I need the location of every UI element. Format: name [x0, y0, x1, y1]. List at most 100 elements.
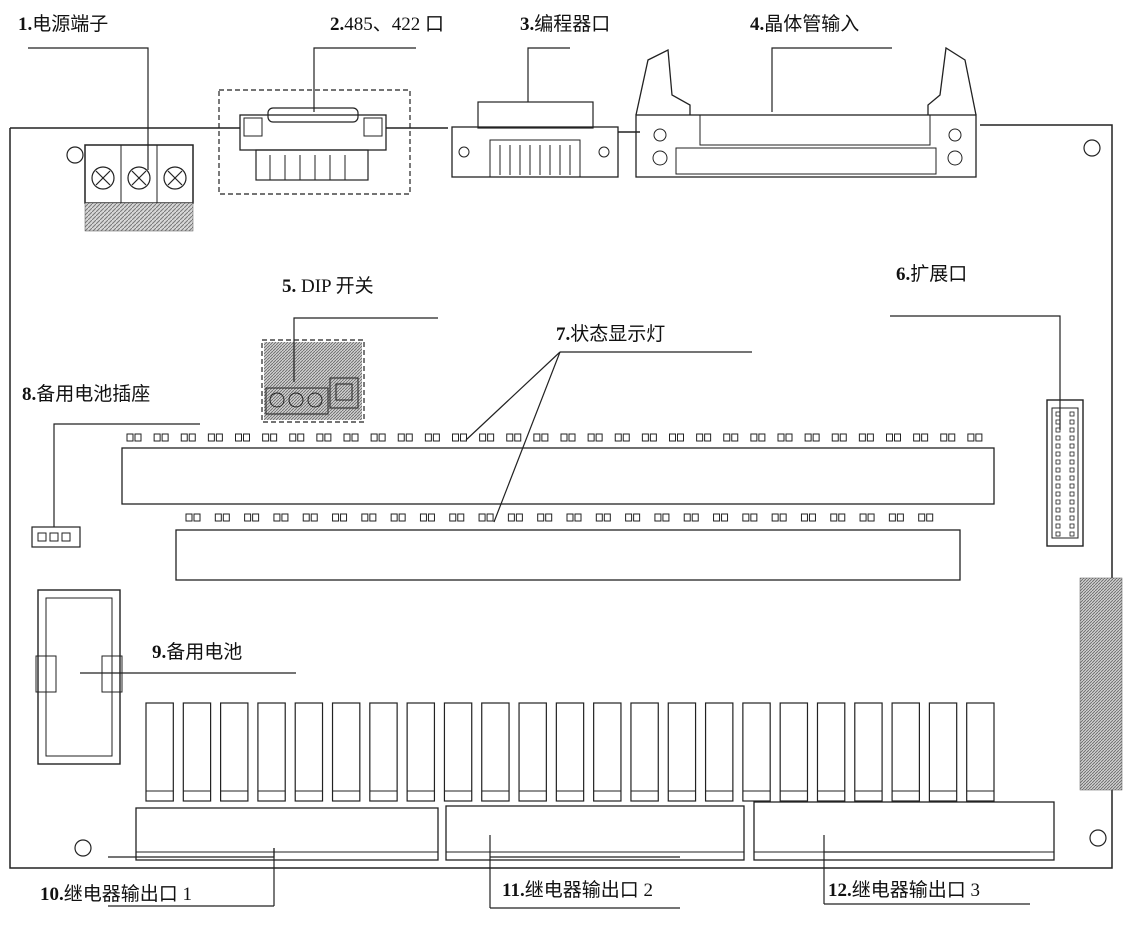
status-led	[343, 433, 359, 442]
relay	[593, 702, 622, 802]
status-led	[830, 513, 846, 522]
label-transistor-input: 4.晶体管输入	[750, 13, 859, 35]
relay	[816, 702, 846, 802]
expansion-pin	[1069, 499, 1075, 505]
status-led	[913, 433, 929, 442]
expansion-pin	[1069, 411, 1075, 417]
status-led	[180, 433, 196, 442]
status-led	[750, 433, 766, 442]
status-led	[419, 513, 435, 522]
leader-rs485-port	[313, 47, 416, 112]
relay	[630, 702, 659, 802]
status-led	[713, 513, 729, 522]
leader-transistor-input	[771, 47, 892, 112]
status-led	[625, 513, 641, 522]
status-led	[587, 433, 603, 442]
leader-lines	[28, 47, 1061, 858]
relay-output-3-terminal	[753, 801, 1055, 861]
labels: 1.电源端子 2.485、422 口 3.编程器口 4.晶体管输入 5. DIP…	[18, 13, 980, 905]
status-led	[370, 433, 386, 442]
status-led	[449, 513, 465, 522]
status-led	[940, 433, 956, 442]
status-led	[831, 433, 847, 442]
dip-switch	[261, 339, 365, 423]
status-led	[886, 433, 901, 442]
mounting-hole-top-right	[1083, 139, 1101, 157]
relay	[406, 702, 436, 802]
leader-power-terminal	[28, 47, 149, 170]
mounting-hole-bottom-right	[1089, 829, 1107, 847]
leader-dip-switch	[293, 317, 438, 382]
expansion-pin	[1055, 531, 1061, 537]
relay	[742, 702, 771, 802]
relay	[779, 702, 809, 802]
leader-status-led-bottom	[493, 351, 561, 523]
relay	[182, 702, 212, 802]
programmer-port	[451, 101, 619, 178]
status-led	[302, 513, 318, 522]
label-battery-socket: 8.备用电池插座	[22, 383, 150, 405]
relay-bank	[145, 702, 995, 802]
expansion-pin	[1055, 467, 1061, 473]
relay	[555, 702, 585, 802]
status-led	[723, 433, 739, 442]
label-relay-output-3: 12.继电器输出口 3	[828, 879, 980, 901]
status-led	[696, 433, 712, 442]
status-led	[332, 513, 348, 522]
expansion-pin	[1069, 507, 1075, 513]
status-led	[316, 433, 332, 442]
relay	[704, 702, 734, 802]
expansion-pin	[1069, 419, 1075, 425]
expansion-pin	[1069, 515, 1075, 521]
expansion-pin	[1069, 467, 1075, 473]
status-led-area	[121, 433, 995, 581]
expansion-pin	[1069, 531, 1075, 537]
expansion-pin	[1069, 435, 1075, 441]
status-led	[185, 513, 201, 522]
label-relay-output-2: 11.继电器输出口 2	[502, 879, 653, 901]
label-dip-switch: 5. DIP 开关	[282, 275, 374, 297]
expansion-pin	[1055, 483, 1061, 489]
expansion-pin	[1055, 459, 1061, 465]
status-led	[361, 513, 377, 522]
status-led	[777, 433, 793, 442]
status-led	[397, 433, 413, 442]
expansion-pin	[1069, 483, 1075, 489]
backup-battery	[35, 589, 123, 765]
label-power-terminal: 1.电源端子	[18, 13, 108, 35]
leader-status-led-top	[465, 351, 561, 441]
expansion-port	[1046, 399, 1084, 547]
relay	[257, 702, 286, 802]
status-led	[207, 433, 223, 442]
relay	[667, 702, 697, 802]
relay-output-1-terminal	[135, 807, 439, 861]
status-led	[533, 433, 549, 442]
status-led	[669, 433, 684, 442]
status-led	[479, 433, 495, 442]
relay	[518, 702, 547, 802]
status-led	[214, 513, 230, 522]
mounting-hole-top-left	[66, 146, 84, 164]
expansion-pin	[1055, 499, 1061, 505]
battery-socket	[31, 526, 81, 548]
status-led	[967, 433, 983, 442]
status-led	[262, 433, 278, 442]
status-led	[804, 433, 820, 442]
expansion-pin	[1055, 435, 1061, 441]
rs485-422-port	[218, 89, 411, 195]
status-led	[888, 513, 904, 522]
expansion-pin	[1069, 475, 1075, 481]
status-led	[918, 513, 934, 522]
relay	[891, 702, 920, 802]
status-led	[244, 513, 260, 522]
expansion-pin	[1055, 491, 1061, 497]
status-led	[289, 433, 305, 442]
status-led	[452, 433, 467, 442]
expansion-pin	[1055, 443, 1061, 449]
leader-expansion-port	[890, 315, 1061, 430]
status-led	[507, 513, 523, 522]
relay-output-2-terminal	[445, 805, 745, 861]
expansion-pin	[1069, 427, 1075, 433]
label-underlines	[108, 848, 1030, 909]
relay	[481, 702, 510, 802]
